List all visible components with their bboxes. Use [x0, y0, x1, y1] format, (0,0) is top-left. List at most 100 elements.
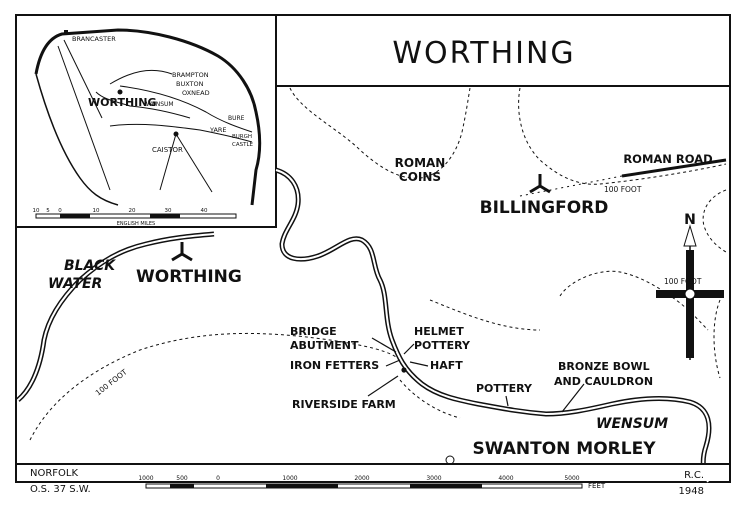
inset-scale-fill [60, 214, 90, 218]
inset-label-oxnead: OXNEAD [182, 89, 210, 97]
inset-scale-tick-3: 0 [58, 208, 62, 214]
riverside-farm-marker [401, 367, 407, 373]
inset-label-burgh: BURGH [232, 134, 252, 140]
arrow-haft [409, 361, 429, 367]
label-100-foot-b: 100 FOOT [664, 277, 702, 286]
footer-scale-fill-2 [266, 484, 338, 488]
inset-scale-label: ENGLISH MILES [117, 221, 155, 227]
inset-roman-road-2 [63, 39, 103, 119]
footer-scale-tick-8: 5000 [564, 475, 579, 482]
arrow-iron-fetters [385, 359, 401, 367]
inset-label-caistor: CAISTOR [152, 146, 183, 154]
inset-map: BRANCASTER BRAMPTON BUXTON OXNEAD WORTHI… [15, 14, 277, 228]
arrow-helmet [403, 343, 415, 355]
inset-marker-brancaster [64, 30, 68, 34]
river-wensum-inner [275, 169, 710, 483]
contour-south [29, 332, 401, 441]
label-worthing: WORTHING [136, 267, 242, 287]
label-abutment: ABUTMENT [290, 339, 359, 352]
footer-scale-tick-7: 4000 [498, 475, 513, 482]
footer-scale-tick-6: 3000 [426, 475, 441, 482]
inset-label-worthing: WORTHING [88, 96, 157, 109]
north-arrow: N [656, 212, 724, 360]
label-pottery-2: POTTERY [476, 382, 533, 395]
contours [29, 87, 727, 441]
label-haft: HAFT [430, 359, 463, 372]
footer-scale-tick-1: 1000 [138, 475, 153, 482]
inset-coastline [34, 28, 262, 206]
inset-scale-fill-2 [150, 214, 180, 218]
inset-label-bure: BURE [228, 115, 245, 122]
contour-near-farm [399, 379, 461, 419]
inset-label-castle: CASTLE [232, 142, 254, 148]
inset-scale-tick-5: 20 [129, 208, 136, 214]
inset-marker-caistor [173, 131, 179, 137]
label-billingford: BILLINGFORD [480, 198, 609, 218]
inset-river-bure [119, 85, 253, 133]
label-bronze-bowl-2: AND CAULDRON [554, 375, 653, 388]
site-symbol-worthing [171, 242, 193, 262]
inset-scale-tick-6: 30 [165, 208, 172, 214]
label-helmet: HELMET [414, 325, 464, 338]
label-bridge: BRIDGE [290, 325, 337, 338]
footer-scale: 1000 500 0 1000 2000 3000 4000 5000 FEET [138, 475, 606, 490]
label-black-water-1: BLACK [64, 258, 116, 274]
footer-credit-1: R.C. [684, 470, 704, 481]
label-roman-coins-2: COINS [399, 170, 441, 184]
inset-label-buxton: BUXTON [176, 80, 204, 88]
footer-scale-tick-5: 2000 [354, 475, 369, 482]
inset-river-north [109, 69, 173, 85]
contour-right-hill-2 [713, 299, 721, 379]
footer-county-2: O.S. 37 S.W. [30, 484, 91, 495]
inset-scale-tick-7: 40 [201, 208, 208, 214]
footer-scale-fill-3 [410, 484, 482, 488]
footer-county-1: NORFOLK [30, 468, 78, 479]
arrow-riverside-farm [367, 375, 399, 397]
swanton-morley-marker [445, 455, 455, 465]
inset-scale-tick-4: 10 [93, 208, 100, 214]
contour-upper-left [289, 87, 471, 179]
footer-scale-unit: FEET [588, 482, 606, 490]
inset-scale-tick-1: 10 [33, 208, 40, 214]
roman-road [621, 158, 727, 178]
footer-scale-tick-2: 500 [176, 475, 188, 482]
arrow-bronze-bowl [561, 383, 585, 413]
footer-band [17, 465, 729, 481]
inset-label-yare: YARE [209, 126, 227, 134]
label-black-water-2: WATER [48, 276, 102, 292]
label-100-foot-a: 100 FOOT [604, 185, 642, 194]
contour-right-east [702, 189, 727, 253]
find-arrows [367, 337, 585, 413]
river-black-water-inner [17, 233, 215, 401]
inset-scale-bar [35, 213, 237, 219]
inset-label-brampton: BRAMPTON [172, 71, 209, 79]
label-pottery-1: POTTERY [414, 339, 471, 352]
footer-credit-2: 1948 [679, 486, 704, 497]
north-label: N [684, 212, 696, 228]
footer-scale-tick-4: 1000 [282, 475, 297, 482]
inset-scale-tick-2: 5 [46, 208, 50, 214]
arrow-bridge-abutment [371, 337, 397, 353]
site-symbol-billingford [529, 174, 551, 194]
label-wensum: WENSUM [596, 416, 668, 432]
map-title: WORTHING [392, 36, 575, 71]
label-iron-fetters: IRON FETTERS [290, 359, 379, 372]
footer-scale-tick-3: 0 [216, 475, 220, 482]
inset-river-yare [109, 123, 253, 143]
label-swanton-morley: SWANTON MORLEY [472, 439, 656, 459]
label-roman-road: ROMAN ROAD [623, 152, 712, 166]
footer-scale-fill-1 [170, 484, 194, 488]
contour-middle [429, 299, 541, 331]
inset-roman-road-1 [57, 45, 111, 191]
inset-label-brancaster: BRANCASTER [72, 35, 116, 43]
rivers [16, 167, 712, 484]
inset-road-south-2 [175, 133, 213, 193]
inset-marker-worthing [117, 89, 123, 95]
inset-label-wensum: WENSUM [146, 101, 174, 108]
inset-county-boundary [35, 73, 119, 206]
footer-scale-bar [145, 483, 583, 489]
inset-frame [15, 14, 277, 228]
contour-right-hill [559, 270, 709, 331]
label-bronze-bowl-1: BRONZE BOWL [558, 360, 650, 373]
